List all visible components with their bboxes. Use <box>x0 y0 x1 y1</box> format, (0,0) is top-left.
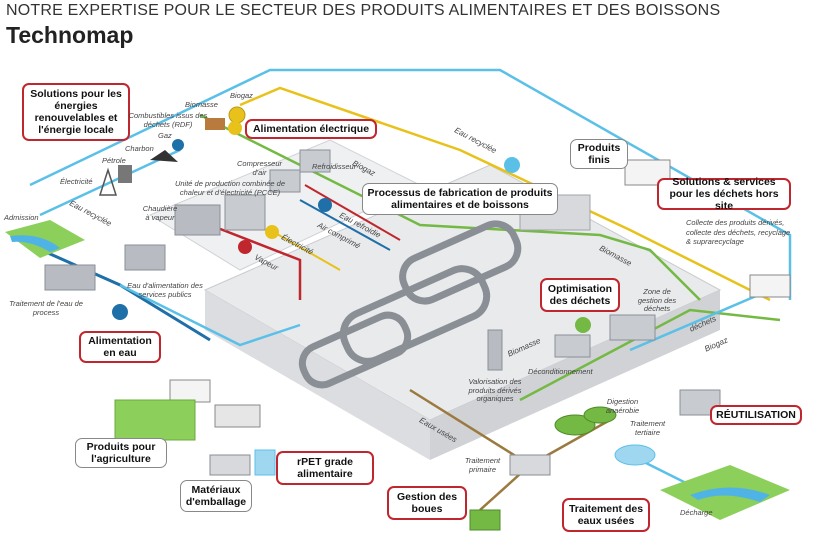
compressor-unit <box>269 169 301 193</box>
waste-optimization-box: Optimisation des déchets <box>540 278 620 312</box>
chilled-water-line <box>304 184 401 241</box>
label-digestion: Digestion anaérobie <box>605 397 640 415</box>
wastewater-box: Traitement des eaux usées <box>562 498 650 532</box>
rpet-box: rPET grade alimentaire <box>276 451 374 485</box>
reuse-box: RÉUTILISATION <box>710 405 802 425</box>
river-intake-water <box>10 235 60 252</box>
gas-tank <box>172 139 184 151</box>
label-waste-zone: Zone de gestion des déchets <box>637 287 677 313</box>
process-box: Processus de fabrication de produits ali… <box>362 183 558 215</box>
water-supply-icon <box>112 304 128 320</box>
oil-pump <box>118 165 132 183</box>
label-boiler: Chaudière à vapeur <box>142 204 178 222</box>
electricity-line <box>269 229 341 271</box>
conveyor-loop-1 <box>399 220 522 305</box>
electricity-pylon <box>98 167 118 196</box>
label-oil: Pétrole <box>102 156 126 165</box>
label-coal: Charbon <box>125 144 154 153</box>
cooler-unit <box>299 149 331 173</box>
tractor <box>469 509 501 531</box>
electricity-icon <box>265 225 279 239</box>
compressed-air-line <box>299 199 391 251</box>
energy-solutions-box: Solutions pour les énergies renouvelable… <box>22 83 130 141</box>
page-subtitle: Technomap <box>6 22 134 48</box>
recycle-icon <box>575 317 591 333</box>
water-supply-line <box>119 283 301 347</box>
discharge-water <box>690 487 770 502</box>
digester-1 <box>554 414 596 436</box>
label-discharge: Décharge <box>680 508 713 517</box>
label-biogas: Biogaz <box>230 91 253 100</box>
label-cooler: Refroidisseur <box>312 162 357 171</box>
waste-zone-unit <box>609 314 656 341</box>
label-biomass: Biomasse <box>185 100 218 109</box>
biogas-line <box>239 86 771 302</box>
farm <box>114 399 196 441</box>
chp-unit <box>224 194 266 231</box>
steam-line <box>209 223 302 300</box>
coal-pile <box>150 150 178 162</box>
packaging-rolls <box>209 454 251 476</box>
water-supply-box: Alimentation en eau <box>79 331 161 363</box>
sludge-box: Gestion des boues <box>387 486 467 520</box>
waste-biogas-line <box>519 308 781 402</box>
truck-tank <box>214 404 261 428</box>
truck-waste <box>749 274 791 298</box>
label-unpacking: Déconditionnement <box>528 367 593 376</box>
power-icon <box>228 121 242 135</box>
power-supply-box: Alimentation électrique <box>245 119 377 139</box>
packaging-box: Matériaux d'emballage <box>180 480 252 512</box>
cooling-icon <box>318 198 332 212</box>
process-water-unit <box>44 264 96 291</box>
finished-products-box: Produits finis <box>570 139 628 169</box>
label-utilities: Eau d'alimentation des services publics <box>127 281 203 299</box>
offsite-waste-box: Solutions & services pour les déchets ho… <box>657 176 791 212</box>
tertiary-clarifier <box>614 444 656 466</box>
bottles <box>254 449 276 476</box>
biogas-tank <box>228 106 246 124</box>
label-process-water: Traitement de l'eau de process <box>9 299 83 317</box>
valorization-silo <box>487 329 503 371</box>
primary-treatment <box>509 454 551 476</box>
recycled-water-line-2 <box>39 148 181 217</box>
unpacking-unit <box>554 334 591 358</box>
label-compressor: Compresseur d'air <box>236 159 282 177</box>
conveyor-loop-3 <box>298 311 412 389</box>
label-gas: Gaz <box>158 131 172 140</box>
agriculture-box: Produits pour l'agriculture <box>75 438 167 468</box>
label-chp: Unité de production combinée de chaleur … <box>174 179 286 197</box>
label-primary: Traitement primaire <box>464 456 501 474</box>
digester-2 <box>583 406 617 424</box>
label-rdf: Combustibles issus des déchets (RDF) <box>128 111 208 129</box>
label-electricity: Électricité <box>60 177 93 186</box>
label-valorization: Valorisation des produits dérivés organi… <box>468 377 522 403</box>
page-title: NOTRE EXPERTISE POUR LE SECTEUR DES PROD… <box>6 2 721 19</box>
steam-icon <box>238 240 252 254</box>
utilities-unit <box>124 244 166 271</box>
truck-agri <box>169 379 211 403</box>
recycled-water-line <box>29 68 792 300</box>
recycled-water-icon <box>504 157 520 173</box>
label-tertiary: Traitement tertiaire <box>629 419 666 437</box>
conveyor-loop-2 <box>339 265 491 365</box>
label-admission: Admission <box>4 213 39 222</box>
factory-wall-left <box>205 290 430 460</box>
river-intake <box>5 220 85 258</box>
label-offsite-note: Collecte des produits dérivés, collecte … <box>686 218 791 246</box>
biomass-pile <box>205 118 225 130</box>
boiler-unit <box>174 204 221 236</box>
